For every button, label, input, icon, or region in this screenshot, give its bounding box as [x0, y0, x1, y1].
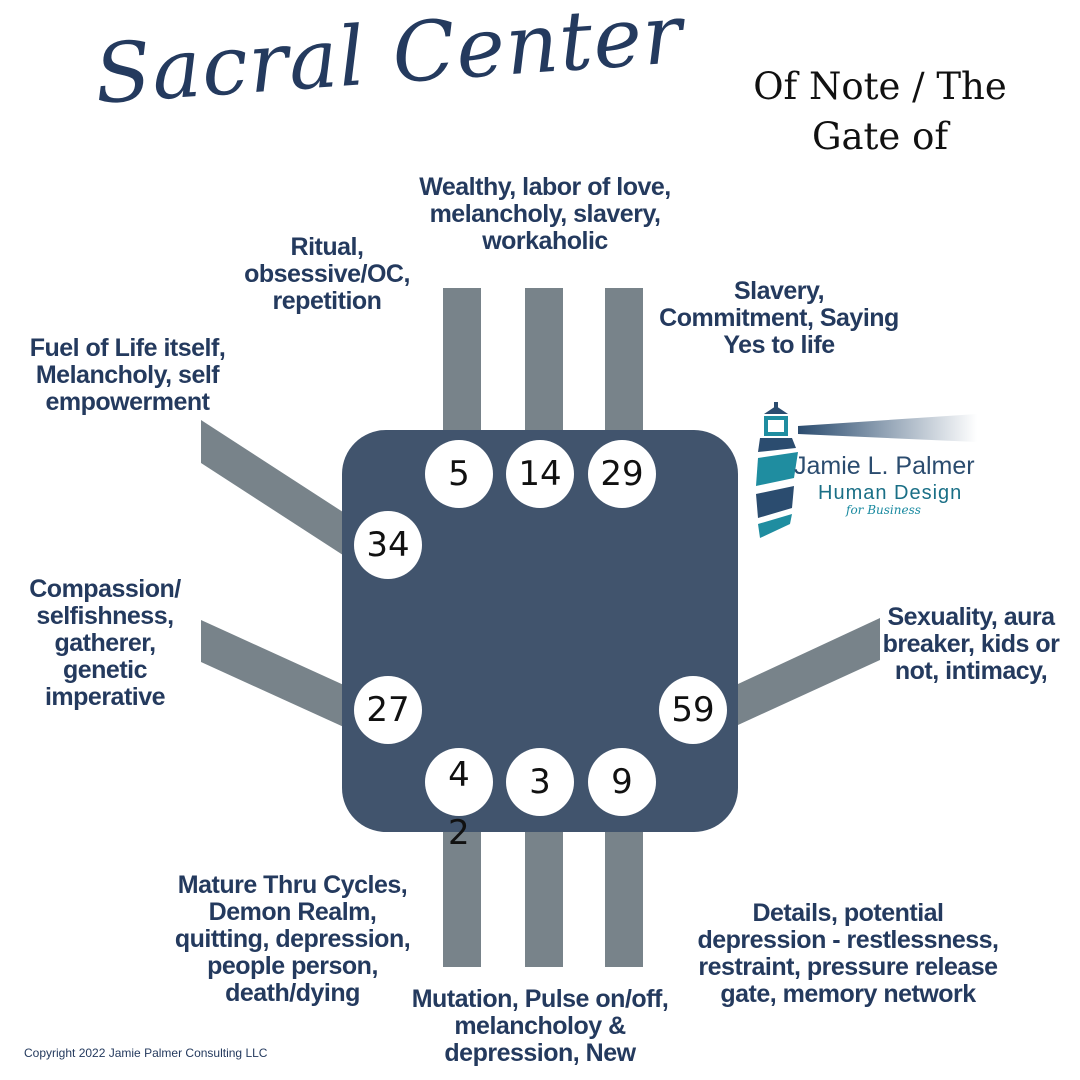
- gate-3: 3: [506, 748, 574, 816]
- logo-tagline: for Business: [846, 503, 921, 517]
- copyright: Copyright 2022 Jamie Palmer Consulting L…: [24, 1046, 268, 1060]
- label-gate-27: Compassion/ selfishness, gatherer, genet…: [29, 575, 181, 711]
- channel-gate-5: [443, 288, 481, 438]
- label-gate-29: Slavery, Commitment, Saying Yes to life: [659, 277, 899, 359]
- subtitle-line-2: Gate of: [811, 115, 949, 158]
- subtitle-line-1: Of Note / The: [753, 65, 1007, 108]
- channel-gate-42: [443, 825, 481, 967]
- gate-59: 59: [659, 676, 727, 744]
- label-gate-59: Sexuality, aura breaker, kids or not, in…: [882, 603, 1060, 685]
- gate-29: 29: [588, 440, 656, 508]
- logo-subtitle: Human Design: [818, 482, 963, 504]
- gate-14: 14: [506, 440, 574, 508]
- label-gate-3: Mutation, Pulse on/off, melancholoy & de…: [411, 985, 669, 1067]
- label-gate-14: Wealthy, labor of love, melancholy, slav…: [419, 173, 671, 255]
- label-gate-42: Mature Thru Cycles, Demon Realm, quittin…: [174, 871, 411, 1007]
- channel-gate-27: [201, 620, 346, 728]
- gate-42-digit-2: 2: [448, 813, 470, 853]
- channel-gate-14: [525, 288, 563, 438]
- gate-42: 4: [425, 748, 493, 816]
- gate-27: 27: [354, 676, 422, 744]
- gate-5: 5: [425, 440, 493, 508]
- label-gate-5: Ritual, obsessive/OC, repetition: [244, 233, 410, 315]
- channel-gate-3: [525, 825, 563, 967]
- lighthouse-logo-icon: [756, 402, 977, 538]
- channel-gate-29: [605, 288, 643, 438]
- channel-gate-59: [738, 618, 880, 725]
- gate-34: 34: [354, 511, 422, 579]
- channel-gate-9: [605, 825, 643, 967]
- subtitle: Of Note / The Gate of: [730, 62, 1030, 162]
- gate-9: 9: [588, 748, 656, 816]
- label-gate-34: Fuel of Life itself, Melancholy, self em…: [29, 334, 226, 416]
- label-gate-9: Details, potential depression - restless…: [697, 899, 999, 1008]
- channel-gate-34: [201, 420, 346, 557]
- logo-name: Jamie L. Palmer: [794, 452, 975, 480]
- gate-42-digit-1: 4: [448, 755, 470, 795]
